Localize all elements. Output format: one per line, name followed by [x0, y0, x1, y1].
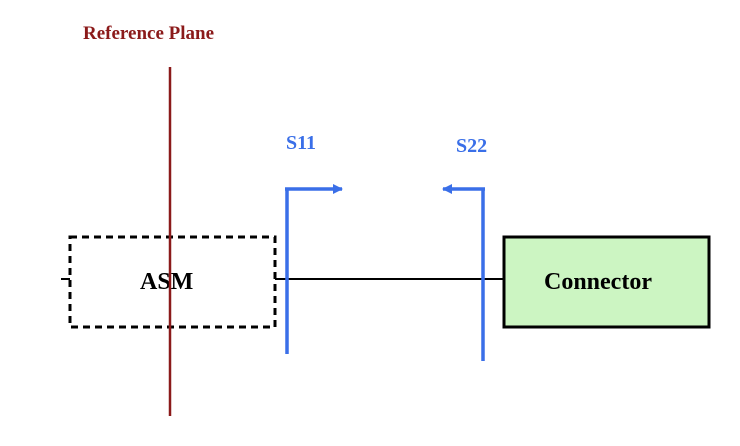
asm-label: ASM — [140, 269, 193, 295]
reference-plane-label: Reference Plane — [83, 23, 214, 44]
s22-label: S22 — [456, 135, 487, 157]
asm-block — [68, 235, 277, 329]
connector-block — [502, 235, 711, 329]
connector-label: Connector — [544, 269, 652, 295]
s11-label: S11 — [286, 132, 316, 154]
